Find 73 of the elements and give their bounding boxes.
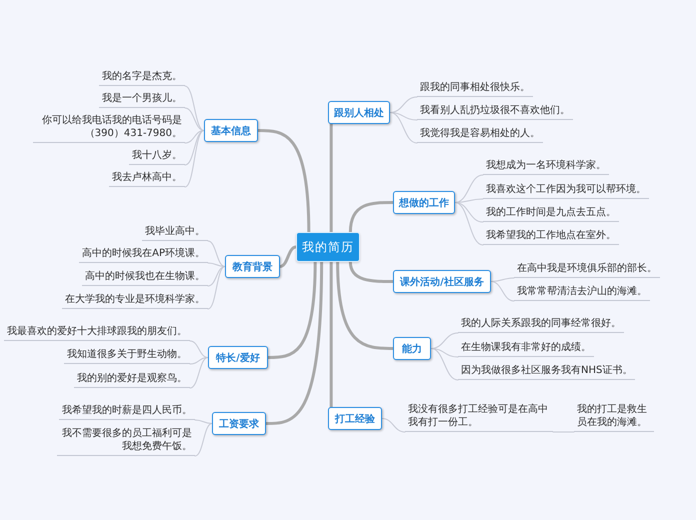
subtopic-text: 我知道很多关于野生动物。 <box>64 348 190 364</box>
subtopic-text: 我的打工是救生员在我的海滩。 <box>574 403 654 432</box>
connector-line <box>184 86 204 131</box>
subtopic-text: 我觉得我是容易相处的人。 <box>417 127 543 143</box>
subtopic-text: 我的别的爱好是观察鸟。 <box>74 372 190 388</box>
branch-line <box>256 129 310 234</box>
connector-line <box>390 112 418 120</box>
subtopic-text: 我的名字是杰克。 <box>99 70 185 86</box>
connector-line <box>454 174 484 203</box>
branch-line <box>278 246 298 268</box>
branch-line <box>266 260 317 359</box>
subtopic-text: 你可以给我电话我的电话号码是（390）431-7980。 <box>33 114 185 143</box>
connector-line <box>382 418 406 432</box>
topic-box: 特长/爱好 <box>208 346 268 369</box>
connector-line <box>208 262 226 267</box>
topic-box: 打工经验 <box>328 407 382 430</box>
central-topic-box: 我的简历 <box>296 232 360 262</box>
connector-line <box>208 240 226 267</box>
connector-line <box>430 332 458 349</box>
connector-line <box>184 130 204 144</box>
subtopic-text: 我的工作时间是九点去五点。 <box>483 206 619 222</box>
branch-line <box>330 260 333 408</box>
connector-line <box>184 130 204 166</box>
branch-line <box>348 201 394 234</box>
subtopic-text: 我喜欢这个工作因为我可以帮环境。 <box>483 183 649 199</box>
subtopic-text: 我十八岁。 <box>129 149 185 165</box>
branch-line <box>336 260 394 350</box>
connector-line <box>190 357 208 364</box>
subtopic-text: 跟我的同事相处很快乐。 <box>417 81 533 97</box>
subtopic-text: 因为我做很多社区服务我有NHS证书。 <box>458 364 636 380</box>
branch-line <box>348 260 394 283</box>
subtopic-text: 高中的时候我也在生物课。 <box>82 270 208 286</box>
topic-box: 想做的工作 <box>393 191 455 214</box>
subtopic-text: 我去卢林高中。 <box>109 171 185 187</box>
subtopic-text: 我常常帮清洁去沪山的海滩。 <box>514 285 650 301</box>
subtopic-text: 我毕业高中。 <box>142 225 208 241</box>
connector-line <box>454 202 484 246</box>
connector-line <box>194 423 212 456</box>
connector-line <box>190 340 208 358</box>
connector-line <box>430 348 458 358</box>
topic-box: 工资要求 <box>212 412 266 435</box>
connector-line <box>490 281 514 302</box>
connector-line <box>190 357 208 388</box>
connector-line <box>390 96 418 113</box>
subtopic-text: 我看别人乱扔垃圾很不喜欢他们。 <box>417 104 573 120</box>
connector-line <box>208 266 226 310</box>
subtopic-text: 我是一个男孩儿。 <box>99 92 185 108</box>
connector-line <box>454 198 484 203</box>
subtopic-text: 我希望我的时薪是四人民币。 <box>59 404 195 420</box>
subtopic-text: 我的人际关系跟我的同事经常很好。 <box>458 317 624 333</box>
connector-line <box>184 108 204 131</box>
connector-line <box>390 112 418 144</box>
connector-line <box>194 420 212 424</box>
topic-box: 课外活动/社区服务 <box>393 270 491 293</box>
subtopic-text: 我没有很多打工经验可是在高中我有打一份工。 <box>405 403 553 432</box>
subtopic-text: 在大学我的专业是环境科学家。 <box>62 293 208 309</box>
subtopic-text: 我最喜欢的爱好十大排球跟我的朋友们。 <box>4 325 190 341</box>
branch-line <box>330 122 333 234</box>
subtopic-text: 我想成为一名环境科学家。 <box>483 159 609 175</box>
subtopic-text: 我不需要很多的员工福利可是我想免费午饭。 <box>57 427 195 456</box>
branch-line <box>264 260 324 425</box>
subtopic-text: 高中的时候我在AP环境课。 <box>79 247 208 263</box>
connector-line <box>490 278 514 282</box>
connector-line <box>184 130 204 188</box>
connector-line <box>208 266 226 286</box>
topic-box: 跟别人相处 <box>328 101 390 124</box>
topic-box: 教育背景 <box>225 255 280 278</box>
topic-box: 能力 <box>393 337 431 360</box>
subtopic-text: 在高中我是环境俱乐部的部长。 <box>514 262 660 278</box>
connector-line <box>430 348 458 380</box>
topic-box: 基本信息 <box>204 119 258 142</box>
subtopic-text: 我希望我的工作地点在室外。 <box>483 229 619 245</box>
subtopic-text: 在生物课我有非常好的成绩。 <box>458 341 594 357</box>
